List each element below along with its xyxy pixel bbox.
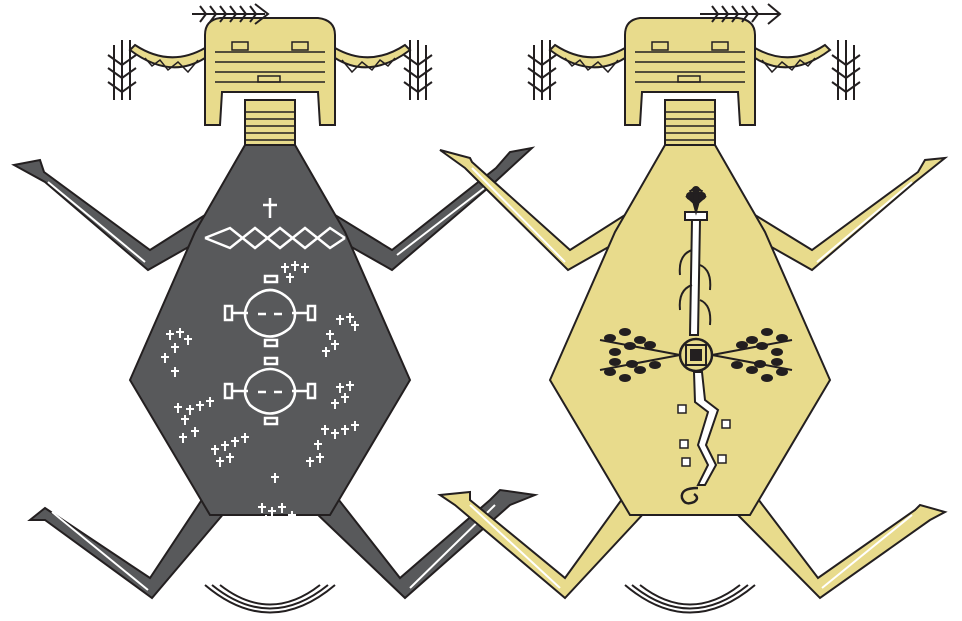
star-cross [346,381,354,391]
star-cross [179,433,187,443]
star-cross [262,515,270,525]
star-cross [171,367,179,377]
neck [664,99,716,146]
star-cross [301,263,309,273]
star-cross [174,403,182,413]
star-cross [176,328,184,338]
star-cross [288,511,296,521]
star-cross [196,401,204,411]
star-cross [306,457,314,467]
star-cross [331,429,339,439]
left-tassel [107,40,137,100]
zigzag-band [204,226,346,250]
star-cross [231,437,239,447]
center-emblem [678,337,714,373]
star-cross [274,517,282,527]
star-cross [268,507,276,517]
dark-body [128,144,412,516]
star-cross [322,347,330,357]
star-cross [281,263,289,273]
neck [244,99,296,146]
plant-right [711,328,793,382]
right-arm [743,156,949,272]
left-leg [27,493,227,600]
star-cross [286,273,294,283]
cross-ornament [263,198,277,218]
ground-arc [631,584,749,610]
right-tassel [831,40,861,100]
ground-arc [219,584,321,606]
star-cross [278,503,286,513]
star-cross [321,425,329,435]
star-cross [216,457,224,467]
feather-headdress [700,3,782,25]
star-cross [351,321,359,331]
right-arm [323,146,536,272]
ground-arc [624,584,756,614]
star-cross [221,441,229,451]
star-cross [331,399,339,409]
light-figure [437,3,949,614]
star-cross [181,415,189,425]
star-cross [336,383,344,393]
star-cross [206,397,214,407]
star-cross [171,343,179,353]
left-arm [439,149,637,272]
star-cross [271,473,279,483]
star-cross [184,335,192,345]
star-cross [326,330,334,340]
star-cross [186,405,194,415]
star-cross [291,261,299,271]
ground-arc [639,584,741,606]
twin-face-upper [223,274,317,348]
twin-face-lower [223,356,317,426]
plant-left [599,328,681,382]
ground-arc [204,584,336,614]
star-crosses [161,261,359,527]
star-cross [331,340,339,350]
left-arm [11,158,217,272]
star-cross [241,433,249,443]
cornstalk [678,186,712,336]
dark-figure [11,3,539,614]
right-leg [733,493,948,600]
left-leg [437,490,647,600]
star-cross [346,313,354,323]
star-cross [226,453,234,463]
star-cross [258,503,266,513]
star-cross [341,393,349,403]
star-cross [351,421,359,431]
star-cross [161,353,169,363]
star-cross [166,330,174,340]
star-cross [341,425,349,435]
star-cross [336,315,344,325]
star-cross [316,453,324,463]
left-tassel [527,40,557,100]
lightning-root [677,371,731,505]
right-tassel [403,40,433,100]
star-cross [314,440,322,450]
star-cross [191,427,199,437]
feather-headdress [192,3,270,25]
star-cross [211,445,219,455]
ground-arc [211,584,329,610]
